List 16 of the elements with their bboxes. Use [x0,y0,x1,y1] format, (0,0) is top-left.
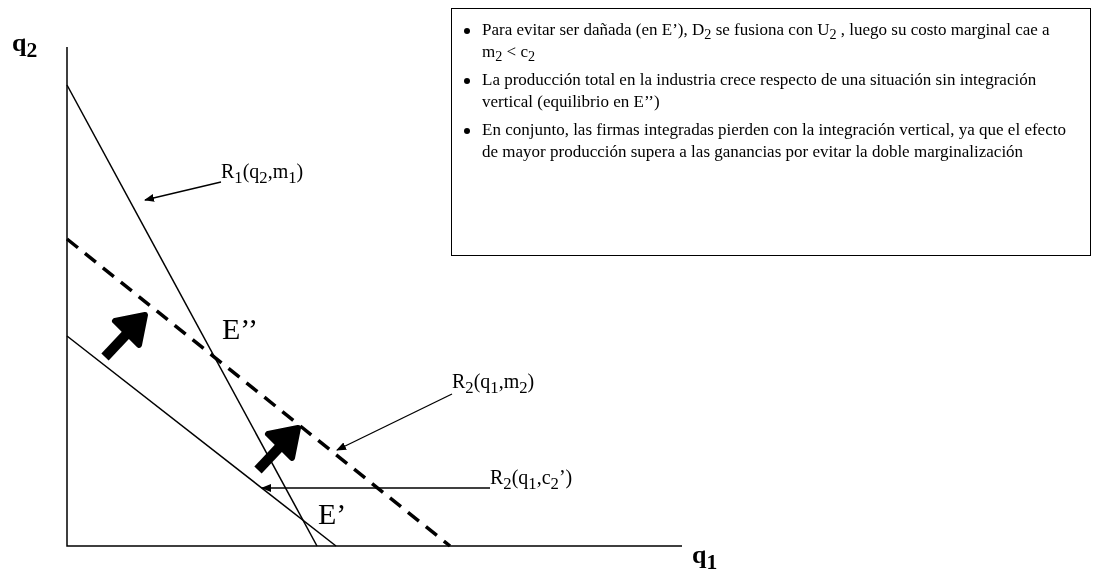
point-label: E’ [318,497,347,531]
curve-label: R$_{1}$(q$_{2}$,m$_{1}$) [221,160,304,188]
leader-line [144,181,222,202]
axis-label: q$_{2}$ [12,28,38,64]
bullet-text: Para evitar ser dañada (en E’), D$_{2}$ se fusiona con U$_{2}$ , luego su costo marginal cae a m$_{2}$ < c$_{2}$ [482,19,1067,63]
point-label: E’’ [222,312,259,346]
leader-line [261,484,491,492]
bullet-text: La producción total en la industria crece respecto de una situación sin integración vertical (equilibrio en E’’) [482,69,1067,113]
dashed-reaction-line [65,237,452,548]
leader-line [336,393,453,451]
axis-label: q$_{1}$ [692,540,718,576]
curve-label: R$_{2}$(q$_{1}$,m$_{2}$) [452,370,535,398]
reaction-line [66,84,318,547]
text-box [451,8,1091,256]
curve-label: R$_{2}$(q$_{1}$,c$_{2}$’) [490,466,573,494]
bullet-text: En conjunto, las firmas integradas pierden con la integración vertical, ya que el efecto de mayor producción supera a las ganancias por evitar la doble marginalización [482,119,1067,163]
